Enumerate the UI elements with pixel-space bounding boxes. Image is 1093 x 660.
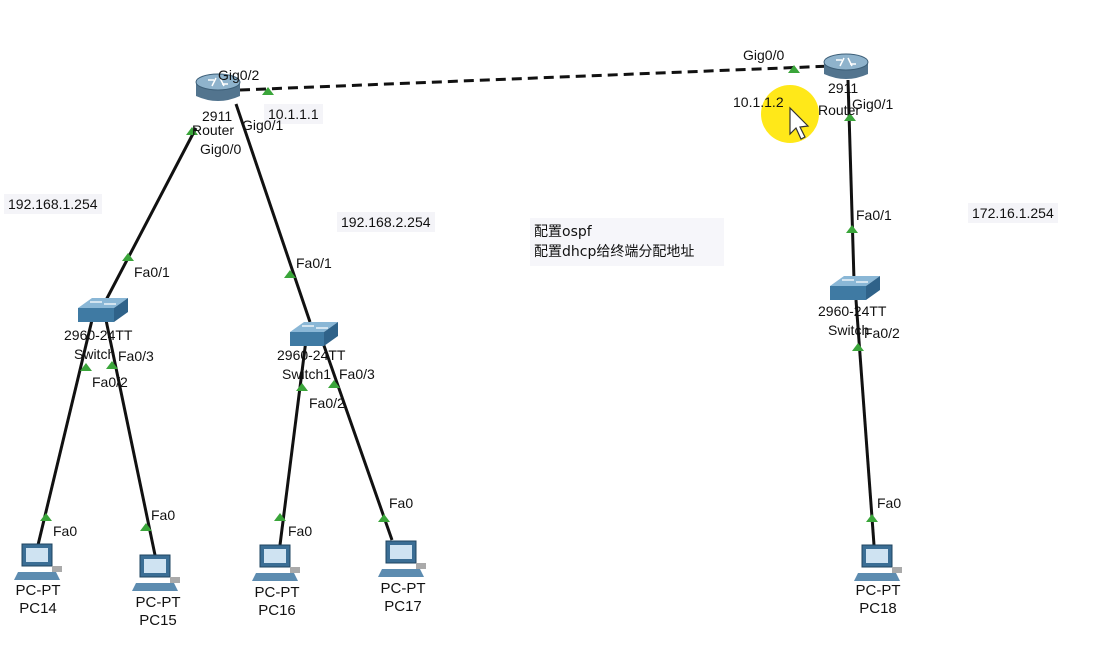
port-indicators: [40, 65, 878, 531]
pc14-type: PC-PT: [15, 582, 61, 599]
switch-s2-icon[interactable]: [830, 276, 880, 300]
port-up-indicator: [140, 523, 152, 531]
s2-fa01-label: Fa0/1: [856, 207, 892, 223]
switch-s1-icon[interactable]: [290, 322, 338, 346]
pc17-type: PC-PT: [380, 580, 426, 597]
pc16-name: PC16: [258, 602, 296, 619]
pc14-label: PC-PT PC14: [3, 582, 73, 618]
link-r2-s2[interactable]: [846, 79, 856, 281]
pc15-name: PC15: [139, 612, 177, 629]
r1-gig00-label: Gig0/0: [200, 141, 242, 157]
pc17-fa0-label: Fa0: [389, 495, 414, 511]
port-up-indicator: [80, 363, 92, 371]
port-up-indicator: [852, 343, 864, 351]
s2-name-label: Switch: [828, 322, 870, 338]
port-up-indicator: [122, 253, 134, 261]
link-r1-r2[interactable]: [239, 64, 833, 92]
port-up-indicator: [186, 127, 198, 135]
s1-fa03-label: Fa0/3: [339, 366, 375, 382]
pc16-icon[interactable]: [252, 544, 300, 581]
pc18-name: PC18: [859, 600, 897, 617]
r2-name-label: Router: [818, 102, 861, 118]
pc14-icon[interactable]: [14, 543, 62, 580]
s0-fa01-label: Fa0/1: [134, 264, 170, 280]
port-up-indicator: [274, 513, 286, 521]
s1-model-label: 2960-24TT: [277, 347, 346, 363]
s0-fa03-label: Fa0/3: [118, 348, 154, 364]
link-r1-s1[interactable]: [234, 103, 312, 323]
pc18-label: PC-PT PC18: [843, 582, 913, 618]
s2-model-label: 2960-24TT: [818, 303, 887, 319]
s1-fa01-label: Fa0/1: [296, 255, 332, 271]
pc15-type: PC-PT: [135, 594, 181, 611]
s0-fa02-label: Fa0/2: [92, 374, 128, 390]
config-note: 配置ospf 配置dhcp给终端分配地址: [530, 218, 724, 266]
link-s1-pc16[interactable]: [278, 339, 308, 546]
note-line-dhcp: 配置dhcp给终端分配地址: [534, 244, 695, 260]
pc16-label: PC-PT PC16: [242, 584, 312, 620]
s2-fa02-label: Fa0/2: [864, 325, 900, 341]
port-up-indicator: [866, 514, 878, 522]
port-up-indicator: [40, 513, 52, 521]
links: [36, 64, 876, 556]
subnet-lan1-label: 192.168.1.254: [4, 194, 102, 214]
r2-ip-label: 10.1.1.2: [733, 94, 784, 110]
r1-ip-label: 10.1.1.1: [264, 104, 323, 124]
link-s0-pc14[interactable]: [36, 319, 94, 546]
port-up-indicator: [844, 113, 856, 121]
router-r1-icon[interactable]: [195, 73, 241, 101]
s1-fa02-label: Fa0/2: [309, 395, 345, 411]
pc14-name: PC14: [19, 600, 57, 617]
port-up-indicator: [262, 87, 274, 95]
r2-model-label: 2911: [828, 80, 859, 96]
pc14-fa0-label: Fa0: [53, 523, 78, 539]
pc18-fa0-label: Fa0: [877, 495, 902, 511]
port-up-indicator: [788, 65, 800, 73]
r1-name-label: Router: [192, 122, 235, 138]
pc18-icon[interactable]: [854, 544, 902, 581]
port-up-indicator: [296, 383, 308, 391]
pc15-label: PC-PT PC15: [123, 594, 193, 630]
r2-gig01-label: Gig0/1: [852, 96, 894, 112]
link-s2-pc18[interactable]: [854, 299, 876, 546]
pc15-fa0-label: Fa0: [151, 507, 176, 523]
r1-model-label: 2911: [202, 108, 233, 124]
pc16-fa0-label: Fa0: [288, 523, 313, 539]
s1-name-label: Switch1: [282, 366, 332, 382]
pc17-label: PC-PT PC17: [368, 580, 438, 616]
pc18-type: PC-PT: [855, 582, 901, 599]
port-up-indicator: [378, 514, 390, 522]
pc16-type: PC-PT: [254, 584, 300, 601]
r1-gig02-label: Gig0/2: [218, 67, 260, 83]
switch-s0-icon[interactable]: [78, 298, 128, 322]
s0-model-label: 2960-24TT: [64, 327, 133, 343]
port-up-indicator: [284, 270, 296, 278]
subnet-lan3-label: 172.16.1.254: [968, 203, 1058, 223]
r1-gig01-label: Gig0/1: [242, 117, 284, 133]
pc15-icon[interactable]: [132, 554, 180, 591]
link-s0-pc15[interactable]: [104, 319, 157, 556]
subnet-lan2-label: 192.168.2.254: [337, 212, 435, 232]
port-up-indicator: [328, 380, 340, 388]
s0-name-label: Switch: [74, 346, 116, 362]
note-line-ospf: 配置ospf: [534, 224, 592, 240]
link-s1-pc17[interactable]: [320, 339, 394, 541]
port-up-indicator: [106, 361, 118, 369]
link-r1-s0[interactable]: [102, 127, 198, 305]
pc17-icon[interactable]: [378, 540, 426, 577]
router-r2-icon[interactable]: [823, 53, 869, 79]
r2-gig00-label: Gig0/0: [743, 47, 785, 63]
port-up-indicator: [846, 225, 858, 233]
pc17-name: PC17: [384, 598, 422, 615]
mouse-pointer-icon: [789, 106, 810, 140]
